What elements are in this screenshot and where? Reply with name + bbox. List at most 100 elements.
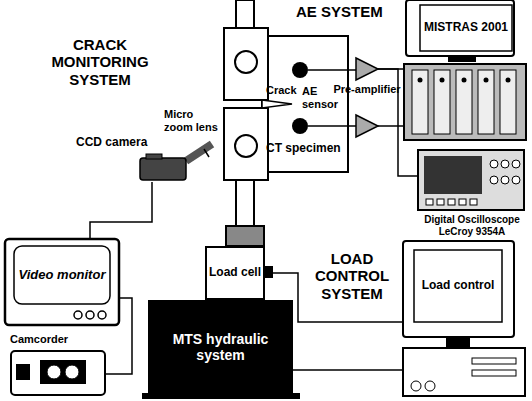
preamplifier-symbol	[356, 115, 378, 137]
text-slot: CCD camera	[76, 136, 160, 150]
text-slot: MTS hydraulic system	[152, 300, 289, 394]
text-slot: CT specimen	[266, 142, 354, 156]
ae-sensor	[292, 62, 308, 78]
component-label: Load cell	[209, 266, 261, 280]
rack-module	[456, 70, 472, 134]
camcorder-body	[11, 351, 105, 395]
text-slot: Pre-amplifier	[332, 83, 402, 96]
monitor-frame	[5, 239, 119, 325]
component-label: Video monitor	[19, 268, 106, 283]
text-slot: CRACK MONITORING SYSTEM	[30, 36, 170, 88]
monitor-screen	[414, 250, 502, 322]
knob	[490, 176, 498, 184]
monitor-screen	[420, 5, 512, 51]
button	[411, 381, 421, 391]
signal-cable	[293, 369, 402, 371]
ae-sensor	[292, 118, 308, 134]
system-label: CT specimen	[266, 142, 341, 156]
node-shape	[10, 350, 106, 396]
tape-reel	[65, 365, 79, 379]
module-led	[462, 78, 467, 83]
component-label: Pre-amplifier	[333, 83, 400, 96]
knob	[98, 311, 106, 319]
tape-reel	[47, 365, 61, 379]
text-slot: AE SYSTEM	[296, 3, 404, 20]
text-slot: Micro zoom lens	[164, 108, 222, 133]
loading-pin-hole	[235, 51, 257, 73]
system-label: AE SYSTEM	[296, 3, 383, 20]
text-slot: Load control	[416, 252, 500, 320]
lower-grip-rod	[236, 180, 254, 228]
knob	[512, 160, 520, 168]
upper-grip-rod	[236, 0, 254, 30]
oscilloscope-screen	[424, 156, 482, 194]
text-slot: MISTRAS 2001	[422, 6, 510, 50]
lower-clevis	[224, 108, 268, 180]
module-led	[484, 78, 489, 83]
system-label: Micro zoom lens	[164, 108, 222, 133]
component-label: Camcorder	[10, 333, 68, 346]
load-train-adapter	[226, 226, 264, 246]
camcorder: Camcorder	[10, 350, 106, 396]
drive-slot	[472, 370, 516, 376]
signal-wire	[378, 125, 404, 127]
knob	[74, 311, 82, 319]
knob	[501, 176, 509, 184]
ct-specimen	[224, 0, 348, 246]
node-shape	[4, 238, 120, 326]
text-slot: LOAD CONTROL SYSTEM	[304, 250, 400, 302]
module-led	[506, 78, 511, 83]
text-slot: Crack	[266, 84, 300, 97]
button	[437, 199, 444, 205]
monitor-stand	[448, 56, 476, 62]
loading-pin-hole	[235, 135, 257, 157]
module-led	[418, 78, 423, 83]
monitor-screen	[14, 246, 110, 304]
preamplifier: Pre-amplifier	[356, 58, 378, 80]
zoom-lens	[186, 144, 212, 161]
ae-instrument-rack	[404, 64, 526, 140]
load-control-computer: Load control	[402, 240, 526, 398]
hydraulic-unit	[148, 300, 293, 394]
crack-notch	[262, 100, 292, 108]
drive-slot	[472, 358, 516, 364]
hydraulic-system: MTS hydraulic system	[148, 300, 293, 394]
rack-module	[412, 70, 428, 134]
component-label: Load control	[422, 279, 495, 293]
text-slot: Digital Oscilloscope LeCroy 9354A	[418, 214, 526, 237]
component-label: Digital Oscilloscope LeCroy 9354A	[418, 214, 526, 237]
monitor-frame	[406, 0, 514, 56]
button	[425, 381, 435, 391]
signal-cable	[308, 69, 356, 71]
lens-ring	[204, 149, 209, 157]
ae-workstation: MISTRAS 2001	[404, 0, 528, 142]
specimen-plate	[262, 36, 348, 172]
system-label: CRACK MONITORING SYSTEM	[30, 36, 170, 88]
signal-cable	[90, 182, 152, 238]
knob	[501, 160, 509, 168]
load-cell-connector	[265, 266, 273, 278]
text-slot: Load cell	[205, 246, 265, 300]
camera-top	[146, 154, 162, 159]
knob	[490, 160, 498, 168]
node-shape	[402, 240, 526, 398]
rack-module	[434, 70, 450, 134]
text-slot: Camcorder	[10, 333, 102, 346]
load-cell-box	[206, 247, 264, 299]
upper-clevis	[224, 28, 268, 100]
button	[448, 199, 455, 205]
text-slot: Video monitor	[14, 246, 110, 304]
button	[470, 199, 477, 205]
component-label: CCD camera	[76, 136, 147, 150]
node-shape	[140, 154, 186, 182]
node-shape	[356, 58, 378, 80]
camcorder-lens	[16, 364, 30, 380]
rack-module	[478, 70, 494, 134]
oscilloscope-body	[418, 150, 524, 210]
monitor-stand	[446, 337, 470, 347]
preamplifier-symbol	[356, 58, 378, 80]
system-label: LOAD CONTROL SYSTEM	[304, 250, 400, 302]
module-led	[440, 78, 445, 83]
ccd-camera: CCD camera	[140, 154, 186, 182]
